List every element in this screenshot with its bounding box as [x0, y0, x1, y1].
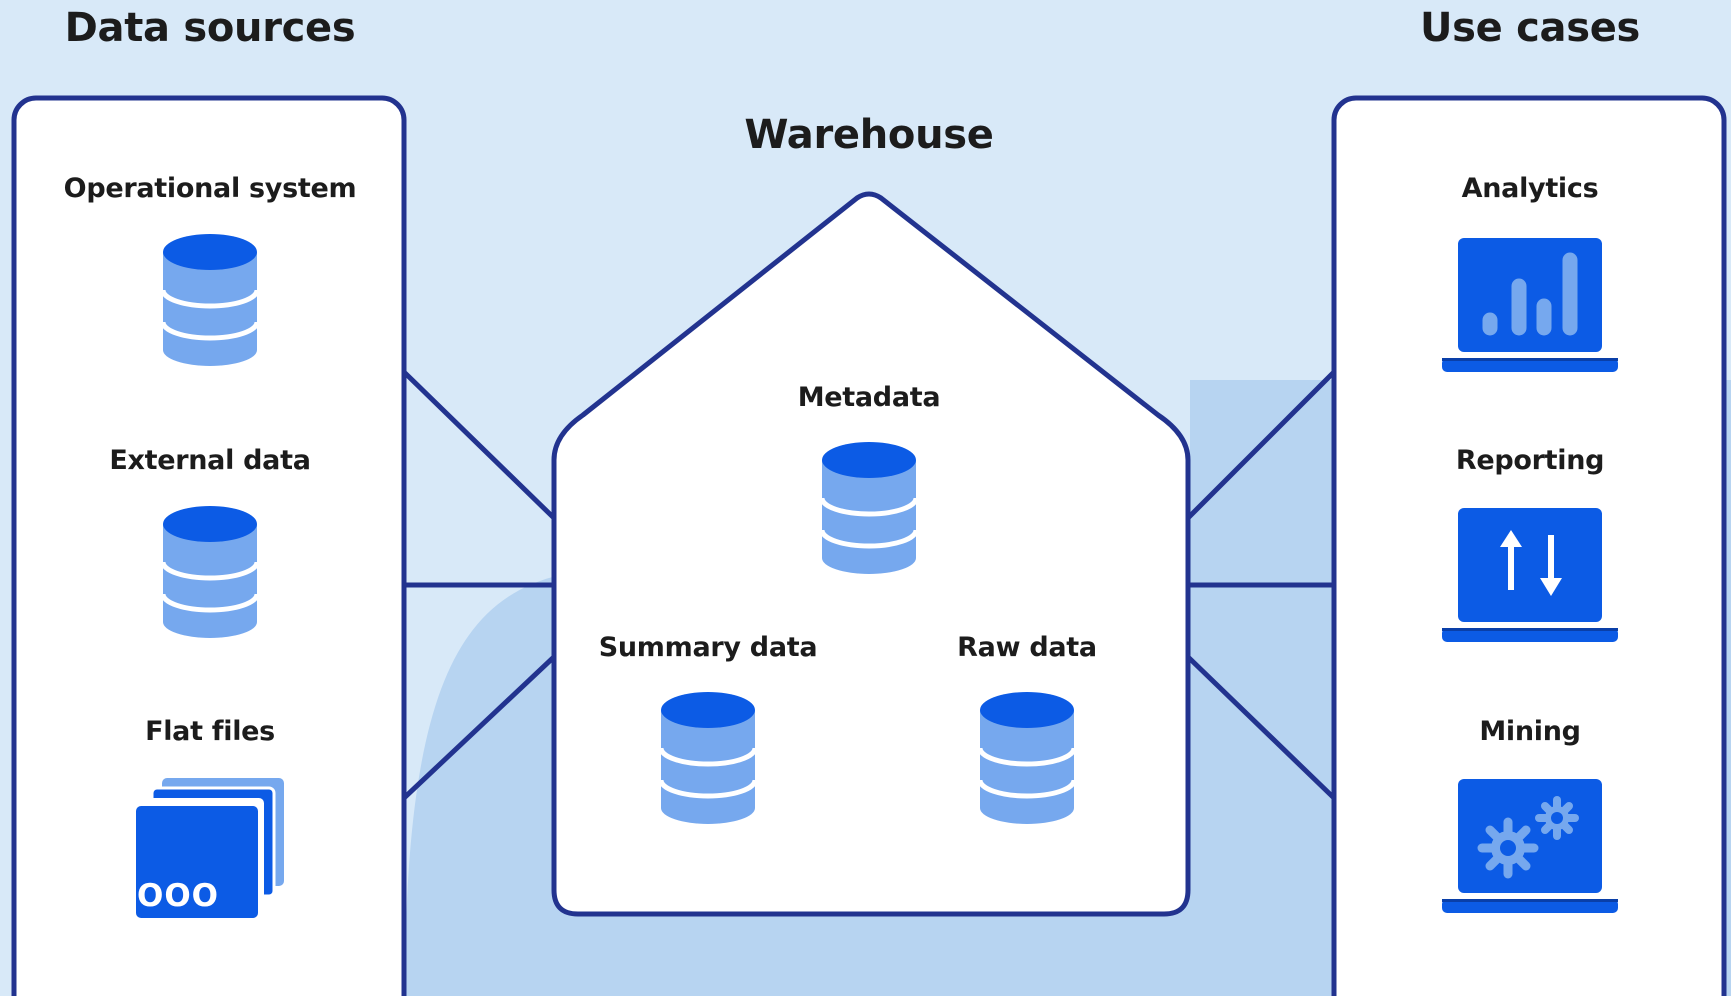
flat-files-icon: OOO — [136, 778, 284, 918]
database-icon — [822, 442, 916, 574]
bar-chart-laptop-icon — [1442, 238, 1618, 372]
database-icon — [163, 234, 257, 366]
reporting-label: Reporting — [1455, 445, 1605, 476]
use-cases-title: Use cases — [1419, 5, 1641, 51]
database-icon — [163, 506, 257, 638]
gears-laptop-icon — [1442, 779, 1618, 913]
metadata-label: Metadata — [797, 382, 941, 413]
warehouse-title: Warehouse — [744, 112, 994, 158]
database-icon — [980, 692, 1074, 824]
raw-data-label: Raw data — [957, 632, 1097, 663]
operational-system-label: Operational system — [63, 173, 357, 204]
data-sources-title: Data sources — [64, 5, 356, 51]
up-down-arrows-laptop-icon — [1442, 508, 1618, 642]
connector-lines — [402, 370, 1336, 800]
database-icon — [661, 692, 755, 824]
flat-files-glyph: OOO — [137, 878, 219, 914]
mining-label: Mining — [1479, 716, 1581, 747]
analytics-label: Analytics — [1461, 173, 1599, 204]
flat-files-label: Flat files — [145, 716, 275, 747]
summary-data-label: Summary data — [598, 632, 818, 663]
external-data-label: External data — [109, 445, 311, 476]
